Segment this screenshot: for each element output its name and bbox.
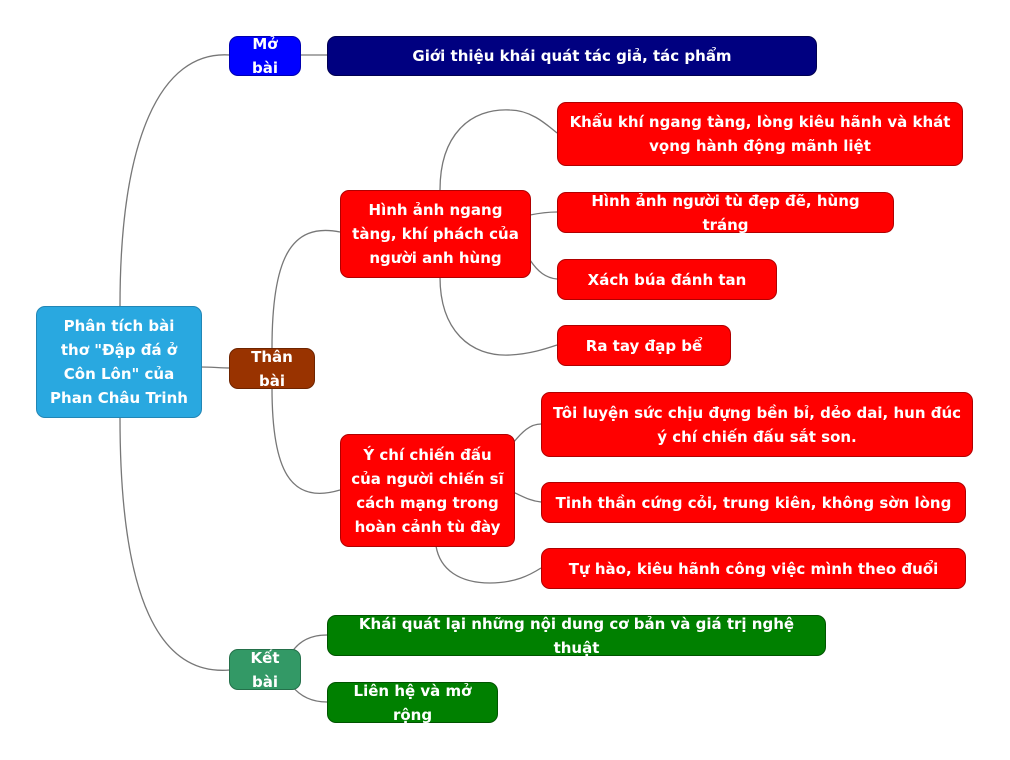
link-than-bai-branch2	[271, 387, 341, 495]
mo-bai-leaf-1[interactable]: Giới thiệu khái quát tác giả, tác phẩm	[327, 36, 817, 76]
branch-2-leaf-3[interactable]: Tự hào, kiêu hãnh công việc mình theo đu…	[541, 548, 966, 589]
link-root-than-bai	[199, 366, 231, 369]
link-root-mo-bai	[119, 54, 231, 307]
link-branch1-leaf1	[439, 109, 558, 191]
link-branch2-leaf3	[435, 545, 542, 584]
branch-2-leaf-2[interactable]: Tinh thần cứng cỏi, trung kiên, không sờ…	[541, 482, 966, 523]
link-than-bai-branch1	[271, 229, 341, 349]
branch-1-leaf-2[interactable]: Hình ảnh người tù đẹp đẽ, hùng tráng	[557, 192, 894, 234]
branch-1-leaf-4[interactable]: Ra tay đạp bể	[557, 325, 731, 366]
branch-2-leaf-1[interactable]: Tôi luyện sức chịu đựng bền bỉ, dẻo dai,…	[541, 392, 973, 457]
than-bai-branch-1[interactable]: Hình ảnh ngang tàng, khí phách của người…	[340, 190, 531, 278]
link-ket-bai-leaf1	[291, 634, 328, 653]
topic-ket-bai[interactable]: Kết bài	[229, 649, 301, 691]
ket-bai-leaf-2[interactable]: Liên hệ và mở rộng	[327, 682, 498, 724]
link-branch1-leaf3	[529, 259, 558, 280]
link-branch2-leaf1	[512, 423, 542, 444]
link-branch1-leaf2	[529, 211, 558, 216]
link-branch1-leaf4	[439, 276, 558, 356]
link-branch2-leaf2	[512, 491, 542, 503]
than-bai-branch-2[interactable]: Ý chí chiến đấu của người chiến sĩ cách …	[340, 434, 515, 547]
link-ket-bai-leaf2	[291, 685, 328, 703]
root-topic[interactable]: Phân tích bài thơ "Đập đá ở Côn Lôn" của…	[36, 306, 202, 418]
branch-1-leaf-3[interactable]: Xách búa đánh tan	[557, 259, 777, 300]
ket-bai-leaf-1[interactable]: Khái quát lại những nội dung cơ bản và g…	[327, 615, 826, 657]
topic-mo-bai[interactable]: Mở bài	[229, 35, 301, 77]
link-root-ket-bai	[119, 417, 231, 671]
topic-than-bai[interactable]: Thân bài	[229, 348, 315, 390]
branch-1-leaf-1[interactable]: Khẩu khí ngang tàng, lòng kiêu hãnh và k…	[557, 102, 963, 166]
